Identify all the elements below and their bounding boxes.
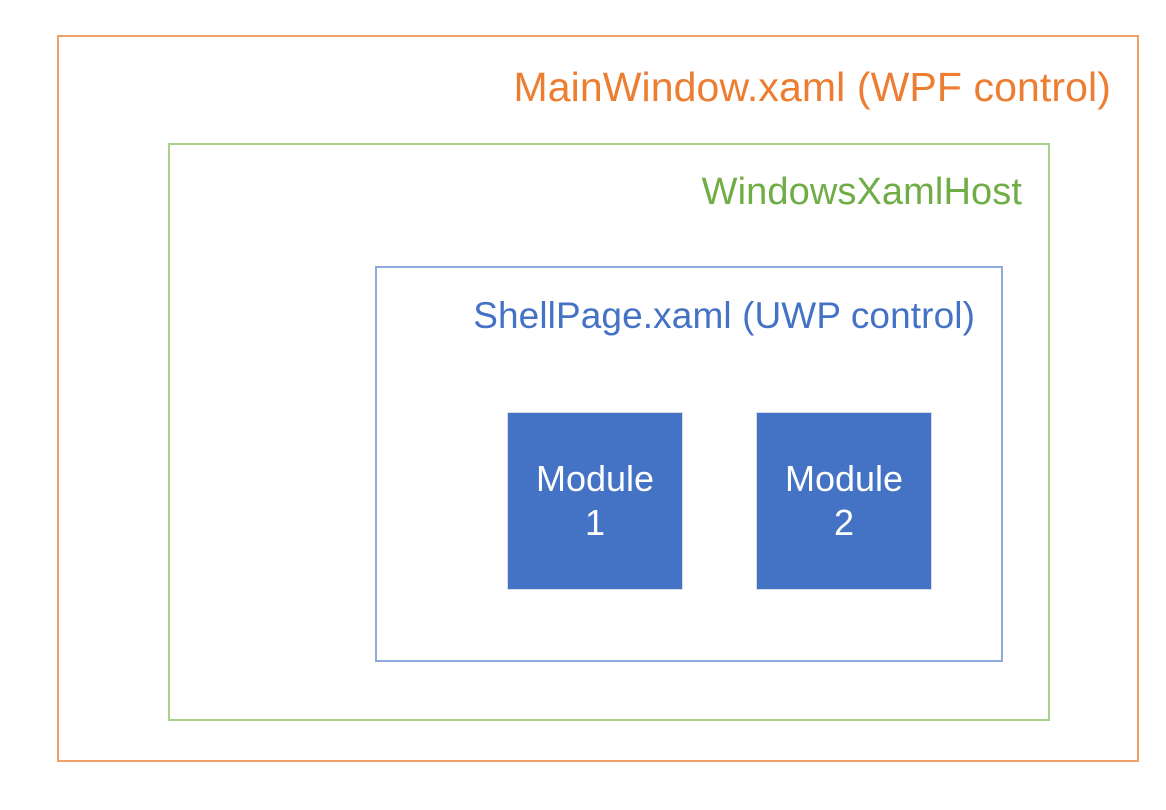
module-2-number: 2 bbox=[833, 502, 854, 543]
layer-mainwindow-label: MainWindow.xaml (WPF control) bbox=[513, 64, 1111, 110]
module-box-1: Module 1 bbox=[507, 412, 683, 590]
layer-mainwindow: MainWindow.xaml (WPF control) WindowsXam… bbox=[57, 35, 1139, 762]
module-1-name: Module bbox=[535, 458, 655, 500]
layer-shellpage: ShellPage.xaml (UWP control) Module 1 Mo… bbox=[375, 266, 1003, 662]
layer-windowsxamlhost: WindowsXamlHost ShellPage.xaml (UWP cont… bbox=[168, 143, 1050, 721]
module-2-text: Module 2 bbox=[785, 457, 903, 545]
module-1-text: Module 1 bbox=[536, 457, 654, 545]
layer-shellpage-label: ShellPage.xaml (UWP control) bbox=[473, 295, 975, 336]
module-1-number: 1 bbox=[584, 502, 605, 543]
layer-windowsxamlhost-label: WindowsXamlHost bbox=[701, 171, 1022, 213]
module-box-2: Module 2 bbox=[756, 412, 932, 590]
module-2-name: Module bbox=[784, 458, 904, 500]
